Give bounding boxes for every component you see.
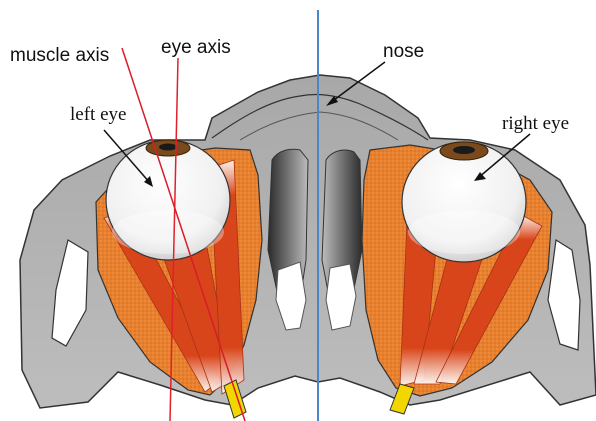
- right-eye-label: right eye: [502, 114, 569, 133]
- muscle-axis-label: muscle axis: [10, 46, 109, 65]
- eye-axis-label: eye axis: [161, 38, 231, 57]
- right-muscle-eye-blend: [408, 210, 520, 254]
- nose-label: nose: [383, 42, 424, 61]
- turbinate-right: [326, 264, 356, 330]
- left-eye-label: left eye: [70, 105, 126, 124]
- left-muscle-eye-blend: [112, 210, 224, 254]
